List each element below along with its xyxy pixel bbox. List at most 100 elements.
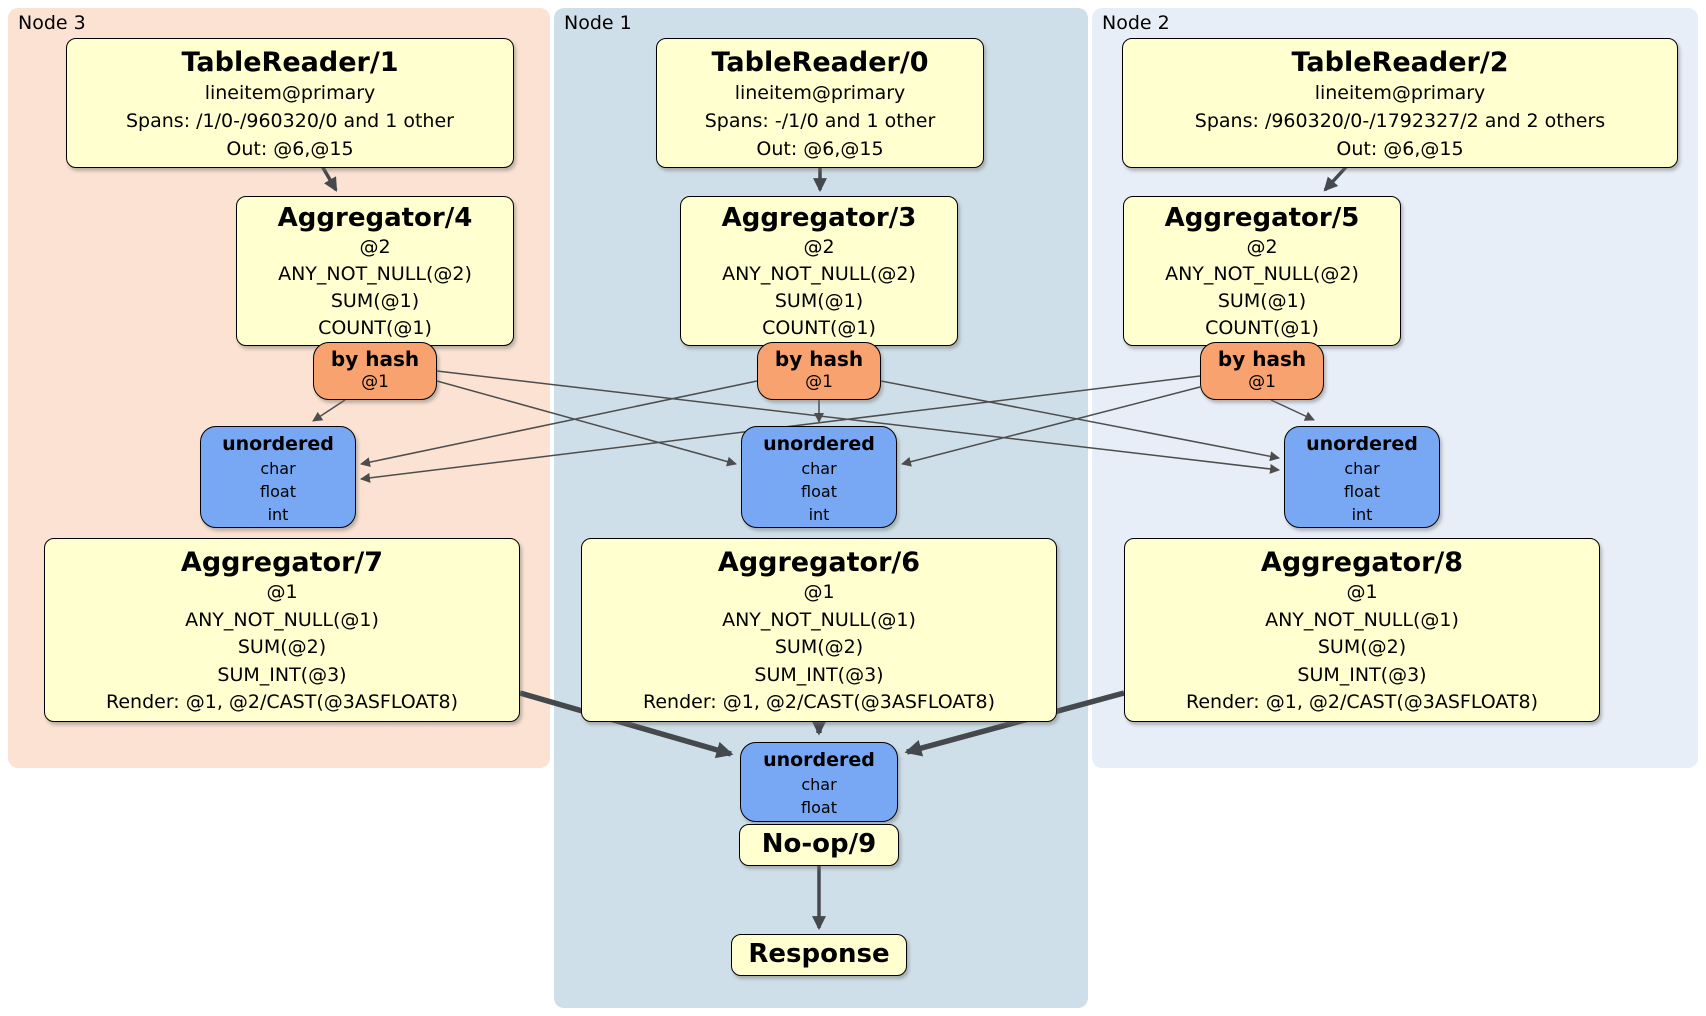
- edge-tr2-agg5: [1323, 164, 1349, 192]
- sync-column: int: [1351, 505, 1373, 524]
- node3-region-label: Node 3: [18, 12, 86, 34]
- processor-detail: Render: @1, @2/CAST(@3ASFLOAT8): [1186, 691, 1538, 713]
- processor-title: Aggregator/7: [180, 547, 384, 578]
- router-title: by hash: [1217, 347, 1307, 371]
- processor-detail: Render: @1, @2/CAST(@3ASFLOAT8): [643, 691, 995, 713]
- processor-detail: ANY_NOT_NULL(@2): [1165, 263, 1359, 285]
- processor-detail: COUNT(@1): [318, 317, 432, 339]
- unordered-sync-final: unordered char float: [740, 742, 898, 822]
- processor-detail: lineitem@primary: [204, 82, 376, 104]
- edge-byhash2-un1: [901, 386, 1201, 467]
- processor-detail: SUM_INT(@3): [217, 663, 347, 686]
- processor-detail: COUNT(@1): [1205, 317, 1319, 339]
- processor-title: TableReader/0: [711, 47, 929, 78]
- processor-title: Aggregator/3: [721, 203, 917, 233]
- processor-detail: SUM(@1): [330, 290, 420, 312]
- edge-agg7-unfinal: [519, 690, 734, 759]
- processor-title: Aggregator/6: [717, 547, 921, 578]
- edge-tr1-agg4: [320, 165, 338, 192]
- tablereader-2-box: TableReader/2 lineitem@primary Spans: /9…: [1122, 38, 1678, 168]
- sync-title: unordered: [763, 433, 875, 455]
- processor-detail: Out: @6,@15: [756, 138, 884, 160]
- edge-byhash3-un2: [436, 370, 1280, 474]
- sync-column: int: [267, 505, 289, 524]
- processor-detail: @2: [359, 236, 391, 258]
- aggregator-3-box: Aggregator/3 @2 ANY_NOT_NULL(@2) SUM(@1)…: [680, 196, 958, 346]
- router-title: by hash: [330, 347, 420, 371]
- processor-detail: Render: @1, @2/CAST(@3ASFLOAT8): [106, 691, 458, 713]
- router-detail: @1: [361, 372, 389, 392]
- processor-detail: Spans: -/1/0 and 1 other: [704, 110, 936, 132]
- processor-detail: SUM(@2): [1317, 636, 1407, 658]
- processor-detail: SUM(@2): [237, 636, 327, 658]
- node2-region-label: Node 2: [1102, 12, 1170, 34]
- node1-region-label: Node 1: [564, 12, 632, 34]
- processor-title: Response: [748, 939, 890, 969]
- processor-detail: ANY_NOT_NULL(@2): [722, 263, 916, 285]
- processor-detail: ANY_NOT_NULL(@2): [278, 263, 472, 285]
- edge-byhash3-un1: [436, 380, 737, 467]
- processor-title: No-op/9: [761, 829, 877, 859]
- processor-detail: ANY_NOT_NULL(@1): [722, 608, 916, 631]
- processor-detail: @1: [1346, 581, 1378, 603]
- processor-detail: @2: [803, 236, 835, 258]
- processor-detail: Out: @6,@15: [1336, 138, 1464, 160]
- processor-detail: SUM(@2): [774, 636, 864, 658]
- edge-agg8-unfinal: [904, 690, 1125, 757]
- processor-detail: SUM_INT(@3): [1297, 663, 1427, 686]
- processor-detail: Spans: /1/0-/960320/0 and 1 other: [126, 110, 454, 132]
- byhash-router-node1: by hash @1: [757, 342, 881, 400]
- processor-detail: @1: [803, 581, 835, 603]
- sync-column: float: [260, 482, 296, 501]
- sync-column: float: [1344, 482, 1380, 501]
- response-box: Response: [731, 934, 907, 976]
- processor-detail: SUM(@1): [1217, 290, 1307, 312]
- sync-column: char: [801, 775, 837, 794]
- processor-detail: lineitem@primary: [734, 82, 906, 104]
- sync-column: char: [801, 459, 837, 478]
- aggregator-6-box: Aggregator/6 @1 ANY_NOT_NULL(@1) SUM(@2)…: [581, 538, 1057, 722]
- tablereader-1-box: TableReader/1 lineitem@primary Spans: /1…: [66, 38, 514, 168]
- processor-detail: lineitem@primary: [1314, 82, 1486, 104]
- unordered-sync-node3: unordered char float int: [200, 426, 356, 528]
- tablereader-0-box: TableReader/0 lineitem@primary Spans: -/…: [656, 38, 984, 168]
- router-title: by hash: [774, 347, 864, 371]
- byhash-router-node2: by hash @1: [1200, 342, 1324, 400]
- processor-detail: ANY_NOT_NULL(@1): [1265, 608, 1459, 631]
- sync-column: float: [801, 798, 837, 817]
- processor-detail: @2: [1246, 236, 1278, 258]
- processor-title: Aggregator/5: [1164, 203, 1360, 233]
- unordered-sync-node1: unordered char float int: [741, 426, 897, 528]
- edge-byhash1-un3: [360, 380, 758, 468]
- sync-column: char: [1344, 459, 1380, 478]
- processor-detail: ANY_NOT_NULL(@1): [185, 608, 379, 631]
- processor-detail: @1: [266, 581, 298, 603]
- aggregator-5-box: Aggregator/5 @2 ANY_NOT_NULL(@2) SUM(@1)…: [1123, 196, 1401, 346]
- router-detail: @1: [805, 372, 833, 392]
- sync-title: unordered: [763, 749, 875, 771]
- processor-title: TableReader/1: [181, 47, 399, 78]
- noop-9-box: No-op/9: [739, 824, 899, 866]
- sync-title: unordered: [1306, 433, 1418, 455]
- edge-byhash2-un2: [1270, 399, 1315, 421]
- processor-detail: Out: @6,@15: [226, 138, 354, 160]
- processor-detail: COUNT(@1): [762, 317, 876, 339]
- router-detail: @1: [1248, 372, 1276, 392]
- processor-detail: Spans: /960320/0-/1792327/2 and 2 others: [1194, 110, 1606, 132]
- processor-detail: SUM_INT(@3): [754, 663, 884, 686]
- processor-title: TableReader/2: [1291, 47, 1509, 78]
- processor-title: Aggregator/4: [277, 203, 473, 233]
- edge-byhash1-un2: [880, 380, 1280, 462]
- processor-detail: SUM(@1): [774, 290, 864, 312]
- sync-column: int: [808, 505, 830, 524]
- sync-column: float: [801, 482, 837, 501]
- aggregator-8-box: Aggregator/8 @1 ANY_NOT_NULL(@1) SUM(@2)…: [1124, 538, 1600, 722]
- unordered-sync-node2: unordered char float int: [1284, 426, 1440, 528]
- aggregator-4-box: Aggregator/4 @2 ANY_NOT_NULL(@2) SUM(@1)…: [236, 196, 514, 346]
- edge-byhash3-un3: [312, 399, 346, 422]
- sync-column: char: [260, 459, 296, 478]
- aggregator-7-box: Aggregator/7 @1 ANY_NOT_NULL(@1) SUM(@2)…: [44, 538, 520, 722]
- byhash-router-node3: by hash @1: [313, 342, 437, 400]
